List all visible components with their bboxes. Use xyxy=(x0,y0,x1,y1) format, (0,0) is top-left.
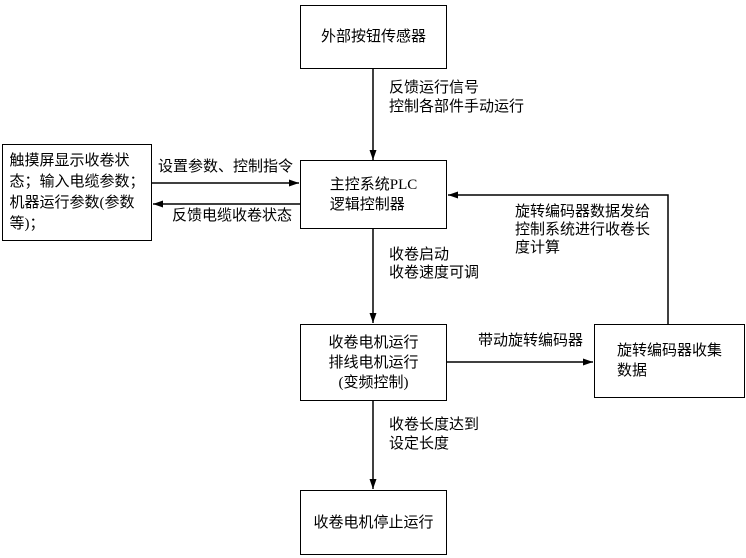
node-label-line: 收卷电机运行 xyxy=(328,334,419,351)
edge-label-sensor-to-plc: 反馈运行信号 控制各部件手动运行 xyxy=(389,79,524,117)
node-label-line: 机器运行参数(参数 xyxy=(9,194,135,211)
node-label: 收卷电机停止运行 xyxy=(313,513,433,533)
edge-label-line: 收卷速度可调 xyxy=(389,265,480,281)
node-label: 主控系统PLC 逻辑控制器 xyxy=(330,175,418,215)
edge-label-line: 旋转编码器数据发给 xyxy=(515,204,651,220)
edge-label-line: 收卷长度达到 xyxy=(389,417,480,433)
node-winding-motor-stop: 收卷电机停止运行 xyxy=(300,490,447,555)
node-label-line: 等)； xyxy=(9,215,45,232)
edge-label-plc-to-touchscreen: 反馈电缆收卷状态 xyxy=(172,207,292,225)
node-label: 外部按钮传感器 xyxy=(321,27,426,47)
edge-label-line: 带动旋转编码器 xyxy=(478,333,584,349)
node-label-line: 数据 xyxy=(616,363,647,379)
edge-label-motor-run-to-motor-stop: 收卷长度达到 设定长度 xyxy=(389,416,479,454)
edge-label-line: 设置参数、控制指令 xyxy=(158,159,294,175)
edge-label-line: 设定长度 xyxy=(389,436,450,452)
edge-label-line: 度计算 xyxy=(515,240,561,256)
edge-label-line: 控制系统进行收卷长 xyxy=(515,222,651,238)
node-label-line: 态；输入电缆参数； xyxy=(9,173,145,190)
node-label-line: 外部按钮传感器 xyxy=(320,29,426,45)
node-main-plc: 主控系统PLC 逻辑控制器 xyxy=(300,160,447,229)
node-label-line: 触摸屏显示收卷状 xyxy=(9,152,130,169)
node-rotary-encoder: 旋转编码器收集 数据 xyxy=(594,324,745,398)
node-label-line: (变频控制) xyxy=(338,374,409,391)
edge-label-line: 反馈电缆收卷状态 xyxy=(172,208,293,224)
arrow-encoder-to-plc xyxy=(448,191,669,324)
edge-label-line: 收卷启动 xyxy=(389,247,450,263)
edge-label-line: 反馈运行信号 xyxy=(389,80,480,96)
node-label-line: 主控系统PLC xyxy=(329,176,418,193)
node-label: 旋转编码器收集 数据 xyxy=(617,341,722,381)
edge-label-line: 控制各部件手动运行 xyxy=(389,99,525,115)
node-touchscreen: 触摸屏显示收卷状 态；输入电缆参数； 机器运行参数(参数 等)； xyxy=(2,144,152,241)
node-label-line: 逻辑控制器 xyxy=(329,196,405,213)
node-label-line: 收卷电机停止运行 xyxy=(313,514,434,531)
edge-label-encoder-to-plc: 旋转编码器数据发给 控制系统进行收卷长 度计算 xyxy=(515,203,650,257)
node-label-line: 排线电机运行 xyxy=(328,354,419,371)
node-label: 收卷电机运行 排线电机运行 (变频控制) xyxy=(328,333,418,393)
node-label: 触摸屏显示收卷状 态；输入电缆参数； 机器运行参数(参数 等)； xyxy=(9,151,144,235)
edge-label-touchscreen-to-plc: 设置参数、控制指令 xyxy=(158,158,293,176)
node-external-button-sensor: 外部按钮传感器 xyxy=(300,5,447,69)
node-label-line: 旋转编码器收集 xyxy=(616,343,722,359)
edge-label-motor-run-to-encoder: 带动旋转编码器 xyxy=(478,332,583,350)
edge-label-plc-to-motor-run: 收卷启动 收卷速度可调 xyxy=(389,246,479,282)
node-winding-motor-run: 收卷电机运行 排线电机运行 (变频控制) xyxy=(300,324,447,401)
